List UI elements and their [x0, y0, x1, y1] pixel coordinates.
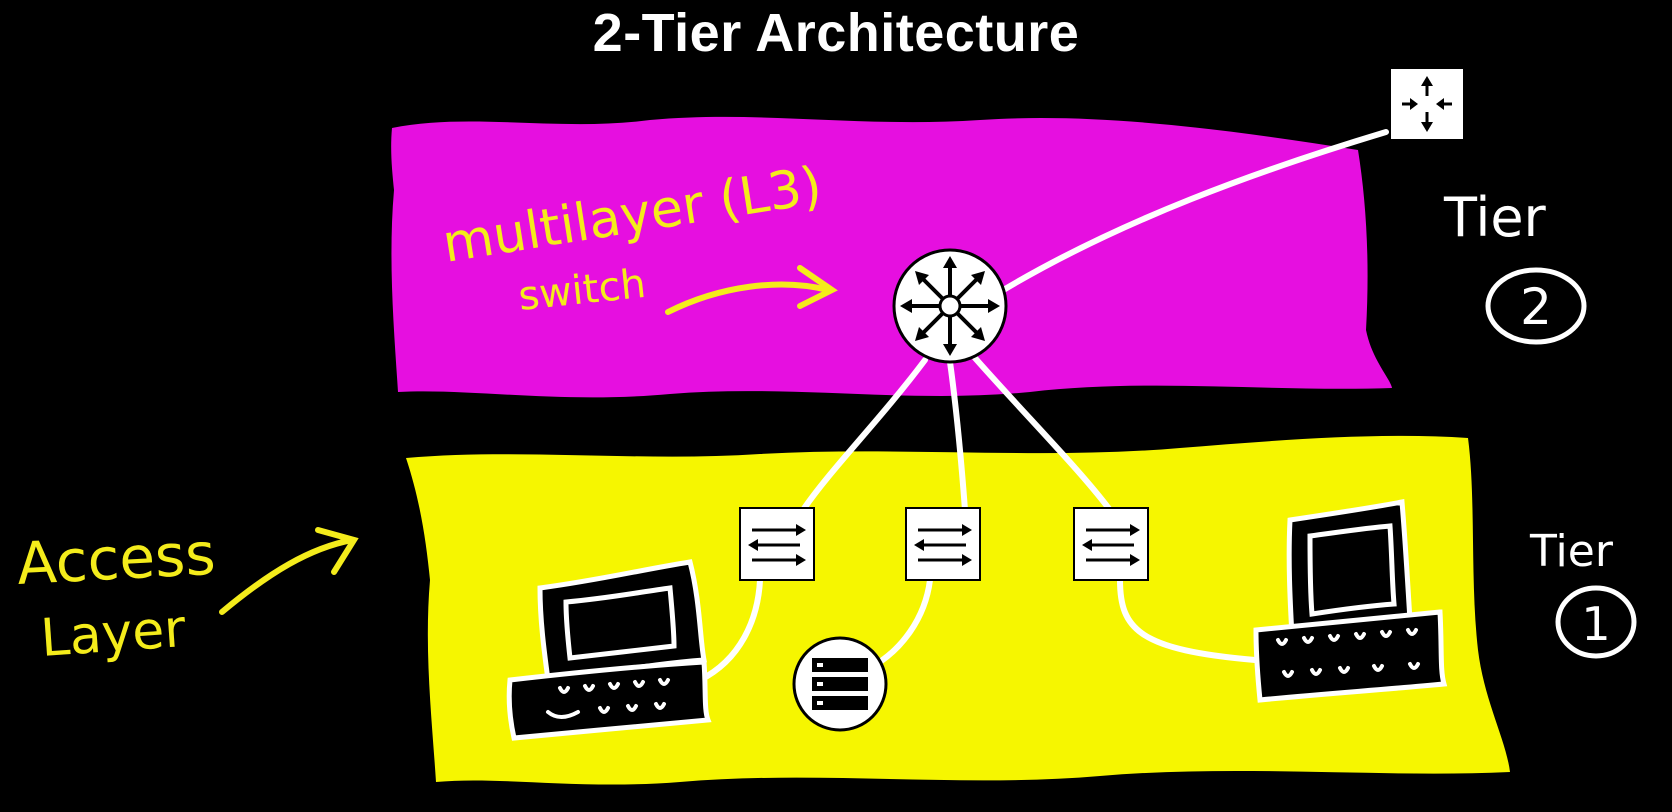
annotation-arrows — [219, 265, 838, 615]
tier-2-label: Tier — [1443, 186, 1547, 249]
network-links — [697, 129, 1389, 683]
access-annotation: Access — [15, 520, 217, 598]
link-multilayer-to-switch-2 — [947, 359, 968, 513]
switch-2-icon — [905, 507, 981, 581]
computer-left-icon — [506, 559, 712, 741]
computer-right-icon — [1253, 499, 1448, 703]
distribution-layer-band — [391, 116, 1392, 398]
link-switch-2-to-server — [872, 577, 933, 668]
tier-2-number: 2 — [1520, 278, 1552, 336]
link-multilayer-to-router — [997, 129, 1389, 295]
arrow-to-multilayer-switch — [665, 281, 831, 315]
tier-2-circle — [1485, 267, 1587, 345]
arrow-to-access-layer — [219, 537, 355, 615]
multilayer-switch-icon — [892, 248, 1008, 364]
tier-1-circle — [1555, 585, 1637, 659]
server-icon — [792, 636, 888, 732]
link-switch-1-to-pc-left — [697, 577, 763, 683]
router-icon — [1389, 67, 1465, 141]
link-multilayer-to-switch-3 — [972, 355, 1113, 513]
link-multilayer-to-switch-1 — [800, 357, 928, 513]
diagram-title: 2-Tier Architecture — [592, 3, 1080, 63]
tier-1-label: Tier — [1529, 526, 1614, 577]
link-switch-3-to-pc-right — [1117, 577, 1258, 663]
tier-1-number: 1 — [1581, 597, 1610, 651]
switch-3-icon — [1073, 507, 1149, 581]
layer-annotation: Layer — [39, 599, 188, 669]
switch-1-icon — [739, 507, 815, 581]
